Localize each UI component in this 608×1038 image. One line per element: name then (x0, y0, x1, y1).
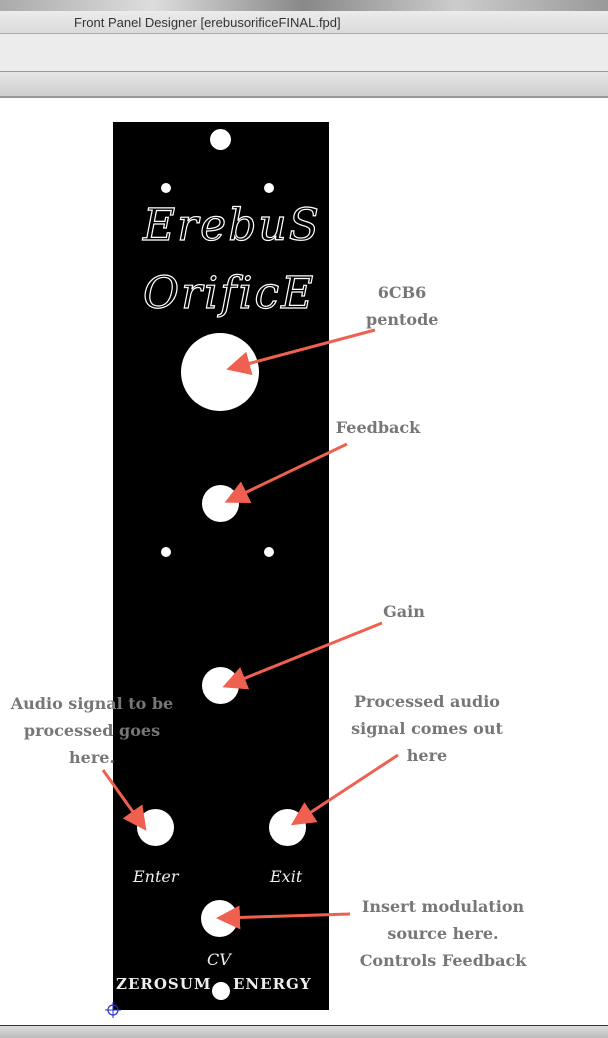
mount-hole[interactable] (161, 547, 171, 557)
toolbar (0, 34, 608, 72)
window-title: Front Panel Designer [erebusorificeFINAL… (74, 15, 341, 30)
panel-title-line1: ErebuS (142, 199, 321, 251)
front-panel[interactable] (113, 122, 329, 1010)
led-hole[interactable] (212, 982, 230, 1000)
annotation-gain: Gain (383, 602, 425, 621)
exit-label: Exit (270, 867, 303, 886)
mount-hole[interactable] (161, 183, 171, 193)
arrow-feedback (224, 442, 348, 504)
arrow-input (101, 769, 147, 831)
desktop-strip (0, 0, 608, 11)
annotation-output: Processed audio signal comes out here (351, 692, 503, 765)
arrow-tube (226, 328, 376, 375)
mount-hole[interactable] (264, 183, 274, 193)
mount-hole-top[interactable] (210, 129, 231, 150)
status-bar (0, 1025, 608, 1038)
arrow-output (290, 753, 399, 826)
footer-left-text: ZEROSUM (116, 975, 212, 993)
panel-title-line2: OrificE (142, 267, 316, 319)
origin-crosshair-icon (105, 1002, 121, 1018)
cv-label: CV (207, 950, 231, 969)
annotation-feedback: Feedback (335, 418, 421, 437)
title-bar: Front Panel Designer [erebusorificeFINAL… (0, 11, 608, 34)
arrow-gain (222, 621, 383, 690)
secondary-toolbar (0, 72, 608, 98)
enter-label: Enter (133, 867, 179, 886)
annotation-tube: 6CB6 pentode (366, 283, 439, 329)
annotation-cv: Insert modulation source here. Controls … (359, 897, 527, 970)
annotation-input: Audio signal to be processed goes here. (10, 694, 174, 767)
arrow-cv (216, 905, 351, 930)
footer-right-text: ENERGY (233, 975, 312, 993)
mount-hole[interactable] (264, 547, 274, 557)
